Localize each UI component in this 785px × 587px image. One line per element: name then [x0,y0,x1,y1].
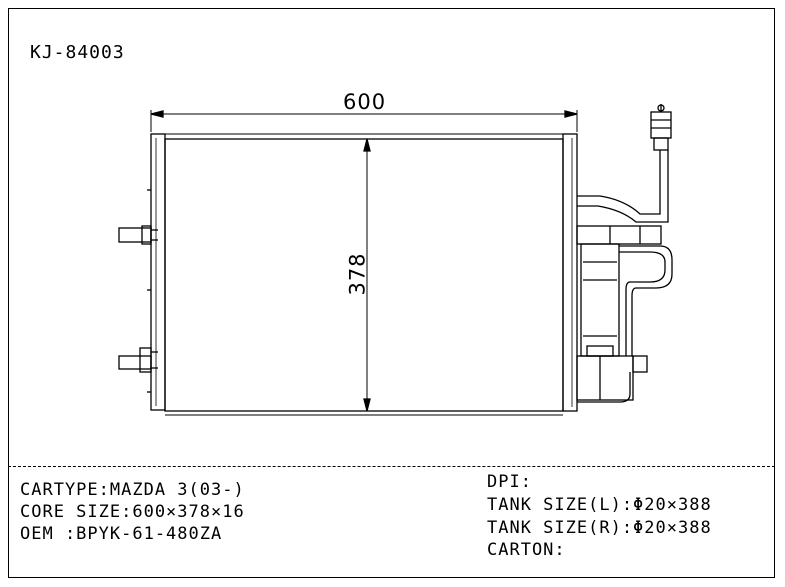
right-header-tank [562,133,578,412]
width-dimension [150,110,578,132]
discharge-pipe [577,150,673,403]
spec-carton: CARTON: [487,540,566,560]
pressure-switch [650,104,672,151]
spec-divider [8,466,775,467]
part-number: KJ-84003 [30,42,125,63]
spec-tank-right: TANK SIZE(R):Φ20×388 [487,518,712,538]
height-dimension [363,138,371,412]
drawing-frame [8,8,775,578]
spec-cartype: CARTYPE:MAZDA 3(03-) [20,480,245,500]
spec-core-size: CORE SIZE:600×378×16 [20,502,245,522]
spec-dpi: DPI: [487,472,532,492]
left-upper-bracket [118,225,158,245]
spec-tank-left: TANK SIZE(L):Φ20×388 [487,495,712,515]
width-dimension-label: 600 [343,90,387,114]
height-dimension-label: 378 [345,252,370,296]
receiver-drier [576,225,662,401]
left-lower-bracket [118,347,158,373]
spec-oem: OEM :BPYK-61-480ZA [20,524,223,544]
